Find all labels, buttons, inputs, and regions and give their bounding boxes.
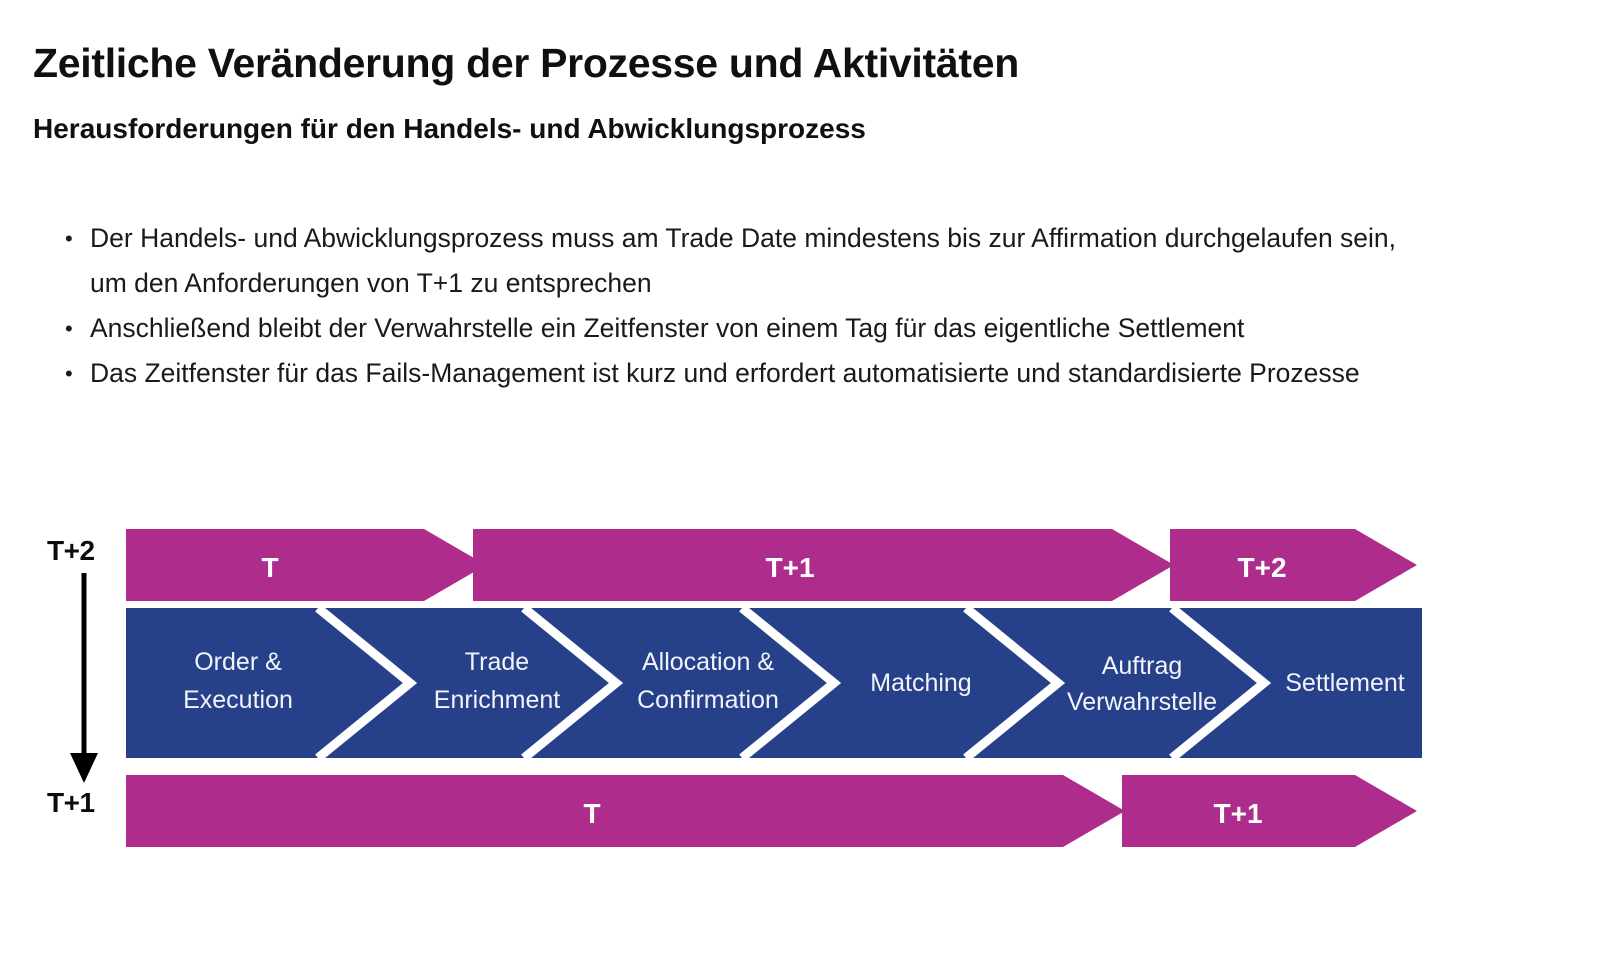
timeline-arrow-top-1-label: T+1 — [765, 552, 814, 583]
process-timeline-diagram: T+2 T+1 T T+1 T+2 — [0, 505, 1600, 865]
process-step-4-label: Auftrag — [1102, 652, 1183, 680]
timeline-arrow-top-0-label: T — [261, 552, 278, 583]
timeline-arrow-bottom-0-label: T — [583, 798, 600, 829]
timeline-label-bottom: T+1 — [47, 787, 95, 818]
down-arrow-icon — [70, 573, 98, 783]
process-step-5-label: Settlement — [1285, 669, 1405, 697]
timeline-label-top: T+2 — [47, 535, 95, 566]
chevron-divider-icon — [739, 604, 842, 762]
timeline-arrow-top-0 — [126, 529, 486, 601]
list-item: • Das Zeitfenster für das Fails-Manageme… — [60, 351, 1420, 396]
chevron-divider-icon — [1169, 604, 1272, 762]
diagram-canvas: T T+1 T+2 Order & — [70, 529, 1422, 847]
process-step-1-label: Trade — [465, 648, 529, 676]
bullet-marker-icon: • — [65, 316, 73, 341]
process-step-1-label: Enrichment — [434, 686, 560, 714]
timeline-arrow-bottom-0 — [126, 775, 1125, 847]
list-item-text: Anschließend bleibt der Verwahrstelle ei… — [90, 313, 1245, 343]
page-subtitle: Herausforderungen für den Handels- und A… — [33, 113, 866, 144]
process-chevron-band: Order & Execution Trade Enrichment Alloc… — [126, 604, 1422, 762]
page-title: Zeitliche Veränderung der Prozesse und A… — [33, 40, 1019, 86]
chevron-divider-icon — [521, 604, 624, 762]
process-step-2-label: Confirmation — [637, 686, 779, 714]
timeline-arrow-bottom-1 — [1122, 775, 1417, 847]
timeline-arrow-top-2 — [1170, 529, 1417, 601]
timeline-arrow-top-2-label: T+2 — [1237, 552, 1286, 583]
bullet-list: • Der Handels- und Abwicklungsprozess mu… — [60, 216, 1420, 396]
bullet-marker-icon: • — [65, 226, 73, 251]
list-item-text: Das Zeitfenster für das Fails-Management… — [90, 358, 1360, 388]
top-timeline-band: T T+1 T+2 — [126, 529, 1417, 601]
process-step-4-label: Verwahrstelle — [1067, 688, 1217, 716]
chevron-dividers — [315, 604, 1272, 762]
chevron-divider-icon — [315, 604, 418, 762]
process-step-0-label: Execution — [183, 686, 293, 714]
list-item: • Der Handels- und Abwicklungsprozess mu… — [60, 216, 1420, 306]
timeline-arrow-top-1 — [473, 529, 1174, 601]
chevron-divider-icon — [963, 604, 1066, 762]
process-step-2-label: Allocation & — [642, 648, 774, 676]
list-item: • Anschließend bleibt der Verwahrstelle … — [60, 306, 1420, 351]
bullet-marker-icon: • — [65, 361, 73, 386]
timeline-arrow-bottom-1-label: T+1 — [1213, 798, 1262, 829]
process-step-0-label: Order & — [194, 648, 282, 676]
bottom-timeline-band: T T+1 — [126, 775, 1417, 847]
list-item-text: Der Handels- und Abwicklungsprozess muss… — [90, 223, 1397, 298]
process-step-3-label: Matching — [870, 669, 971, 697]
